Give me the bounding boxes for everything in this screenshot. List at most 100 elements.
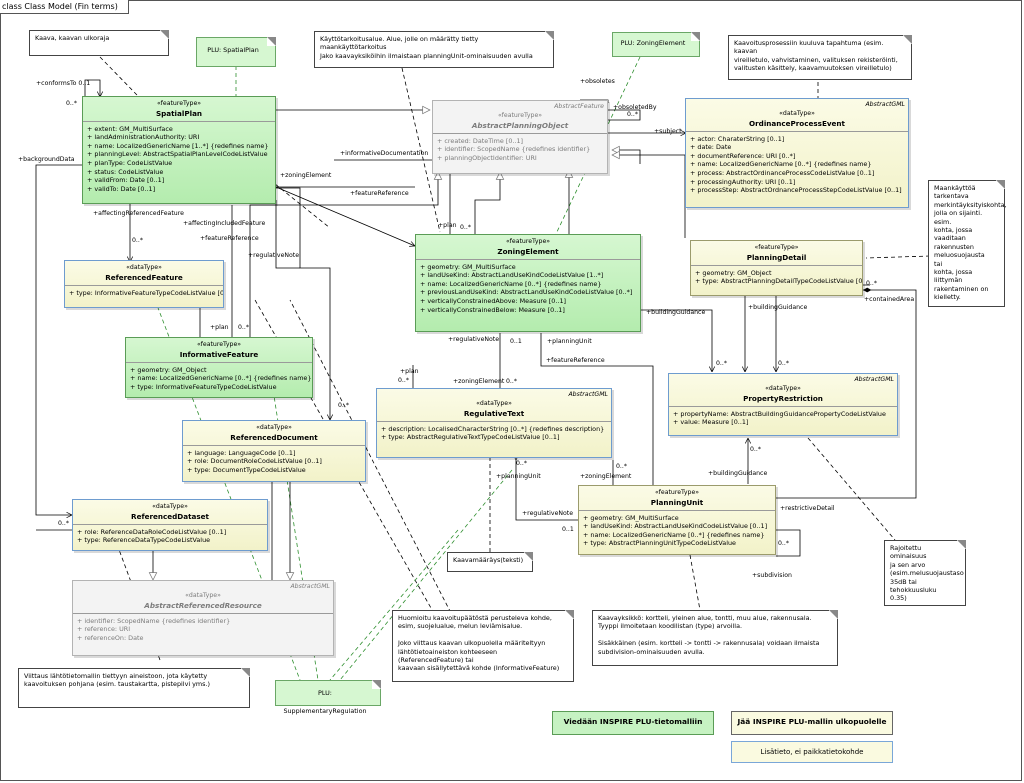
attribute: landUseKind: AbstractLandUseKindCodeList… <box>420 271 636 280</box>
attribute: identifier: ScopedName {redefines identi… <box>77 617 329 626</box>
assoc-label: 0..* <box>338 402 349 409</box>
class-planningunit[interactable]: «featureType»PlanningUnit geometry: GM_M… <box>578 485 776 555</box>
attribute: planningLevel: AbstractSpatialPlanLevelC… <box>87 150 271 159</box>
note-plu-zoningelement: PLU: ZoningElement <box>612 32 700 57</box>
note-plu-spatialplan: PLU: SpatialPlan <box>196 37 276 67</box>
assoc-label: +featureReference <box>350 190 409 197</box>
attribute: description: LocalisedCharacterString [0… <box>381 425 607 434</box>
note-kayttotarkoitus: Käyttötarkoitusalue. Alue, jolle on määr… <box>314 31 554 68</box>
assoc-label: 0..* <box>750 446 761 453</box>
assoc-label: +regulativeNote <box>248 252 300 259</box>
note-kaavoitusprosessi: Kaavoitusprosessiin kuuluva tapahtuma (e… <box>728 35 912 80</box>
assoc-label: +planningUnit <box>547 338 592 345</box>
assoc-label: +obsoletedBy <box>613 104 657 111</box>
class-abstractplanningobject[interactable]: AbstractFeature«featureType»AbstractPlan… <box>432 100 608 174</box>
attribute: status: CodeListValue <box>87 168 271 177</box>
attribute: processingAuthority: URI [0..1] <box>690 178 904 187</box>
note-maankaytto: Maankäyttöä tarkentava merkintäyksityisk… <box>928 180 1007 307</box>
assoc-label: +buildingGuidance <box>646 309 706 316</box>
assoc-label: +buildingGuidance <box>708 470 768 477</box>
note-kaavamaarays: Kaavamääräys(teksti) <box>447 552 533 572</box>
attribute: processStep: AbstractOrdnanceProcessStep… <box>690 186 904 195</box>
assoc-label: 0..* <box>506 378 517 385</box>
attribute: reference: URI <box>77 625 329 634</box>
assoc-label: 0..1 <box>510 338 522 345</box>
attribute: value: Measure [0..1] <box>673 418 893 427</box>
assoc-label: +zoningElement <box>280 172 332 179</box>
attribute: referenceOn: Date <box>77 634 329 643</box>
assoc-label: 0..* <box>716 360 727 367</box>
assoc-label: +backgroundData <box>18 156 75 163</box>
attribute: planType: CodeListValue <box>87 159 271 168</box>
assoc-label: 0..* <box>58 520 69 527</box>
assoc-label: +buildingGuidance <box>748 304 808 311</box>
note-kaavayksikko: Kaavayksikkö: kortteli, yleinen alue, to… <box>592 610 838 666</box>
attribute: type: DocumentTypeCodeListValue <box>187 466 361 475</box>
attribute: name: LocalizedGenericName [0..*] {redef… <box>583 531 771 540</box>
attribute: actor: CharaterString [0..1] <box>690 135 904 144</box>
attribute: geometry: GM_MultiSurface <box>583 514 771 523</box>
assoc-label: +planningUnit <box>496 473 541 480</box>
assoc-label: 0..* <box>616 463 627 470</box>
attribute: language: LanguageCode [0..1] <box>187 449 361 458</box>
attribute: name: LocalizedGenericName [0..*] {redef… <box>690 160 904 169</box>
attribute: landAdministrationAuthority: URI <box>87 133 271 142</box>
assoc-label: 0..* <box>516 460 527 467</box>
attribute: geometry: GM_MultiSurface <box>420 263 636 272</box>
assoc-label: +plan <box>438 222 457 229</box>
class-regulativetext[interactable]: AbstractGML«dataType»RegulativeText desc… <box>376 388 612 458</box>
note-huomioitu: Huomioitu kaavoitupäätöstä perusteleva k… <box>392 610 574 682</box>
class-referenceddataset[interactable]: «dataType»ReferencedDataset role: Refere… <box>72 499 268 551</box>
assoc-label: +subdivision <box>752 572 792 579</box>
attribute: propertyName: AbstractBuildingGuidancePr… <box>673 410 893 419</box>
class-referenceddocument[interactable]: «dataType»ReferencedDocument language: L… <box>182 420 366 482</box>
attribute: name: LocalizedGenericName [1..*] {redef… <box>87 142 271 151</box>
attribute: type: AbstractRegulativeTextTypeCodeList… <box>381 433 607 442</box>
attribute: geometry: GM_Object <box>130 366 308 375</box>
assoc-label: +obsoletes <box>580 78 615 85</box>
legend-extra: Lisätieto, ei paikkatietokohde <box>731 741 893 763</box>
attribute: type: AbstractPlanningUnitTypeCodeListVa… <box>583 539 771 548</box>
class-zoningelement[interactable]: «featureType»ZoningElement geometry: GM_… <box>415 234 641 332</box>
assoc-label: +subject <box>654 128 682 135</box>
class-ordinanceprocessevent[interactable]: AbstractGML«dataType»OrdinanceProcessEve… <box>685 98 909 208</box>
assoc-label: +affectingReferencedFeature <box>93 210 184 217</box>
attribute: previousLandUseKind: AbstractLandUseKind… <box>420 288 636 297</box>
assoc-label: +conformsTo 0..1 <box>36 80 91 87</box>
attribute: name: LocalizedGenericName [0..*] {redef… <box>420 280 636 289</box>
assoc-label: 0..* <box>778 540 789 547</box>
assoc-label: 0..* <box>866 280 877 287</box>
attribute: date: Date <box>690 143 904 152</box>
attribute: validTo: Date [0..1] <box>87 185 271 194</box>
attribute: process: AbstractOrdinanceProcessCodeLis… <box>690 169 904 178</box>
note-viittaus: Viittaus lähtötietomallin tiettyyn ainei… <box>18 668 250 708</box>
attribute: planningObjectIdentifier: URI <box>437 154 603 163</box>
class-abstractreferencedresource[interactable]: AbstractGML«dataType»AbstractReferencedR… <box>72 580 334 656</box>
class-referencedfeature[interactable]: «dataType»ReferencedFeature type: Inform… <box>64 260 224 308</box>
attribute: created: DateTime [0..1] <box>437 137 603 146</box>
assoc-label: +zoningElement <box>580 473 632 480</box>
class-informativefeature[interactable]: «featureType»InformativeFeature geometry… <box>125 337 313 398</box>
assoc-label: +containedArea <box>864 296 915 303</box>
class-propertyrestriction[interactable]: AbstractGML«dataType»PropertyRestriction… <box>668 373 898 436</box>
attribute: landUseKind: AbstractLandUseKindCodeList… <box>583 522 771 531</box>
assoc-label: +restrictiveDetail <box>780 505 835 512</box>
assoc-label: 0..* <box>778 360 789 367</box>
assoc-label: 0..* <box>238 324 249 331</box>
assoc-label: +regulativeNote <box>522 510 574 517</box>
assoc-label: 0..* <box>66 100 77 107</box>
attribute: name: LocalizedGenericName [0..*] {redef… <box>130 374 311 383</box>
class-spatialplan[interactable]: «featureType»SpatialPlan extent: GM_Mult… <box>82 96 276 204</box>
assoc-label: +regulativeNote <box>448 336 500 343</box>
attribute: documentReference: URI [0..*] <box>690 152 904 161</box>
assoc-label: +plan <box>210 324 229 331</box>
assoc-label: 0..1 <box>562 526 574 533</box>
legend-inspire: Viedään INSPIRE PLU-tietomalliin <box>552 711 714 735</box>
assoc-label: +featureReference <box>200 235 259 242</box>
class-planningdetail[interactable]: «featureType»PlanningDetail geometry: GM… <box>690 240 863 296</box>
note-kaava: Kaava, kaavan ulkoraja <box>29 30 169 56</box>
assoc-label: +plan <box>400 368 419 375</box>
attribute: verticallyConstrainedAbove: Measure [0..… <box>420 297 636 306</box>
legend-outside: Jää INSPIRE PLU-mallin ulkopuolelle <box>731 711 893 735</box>
